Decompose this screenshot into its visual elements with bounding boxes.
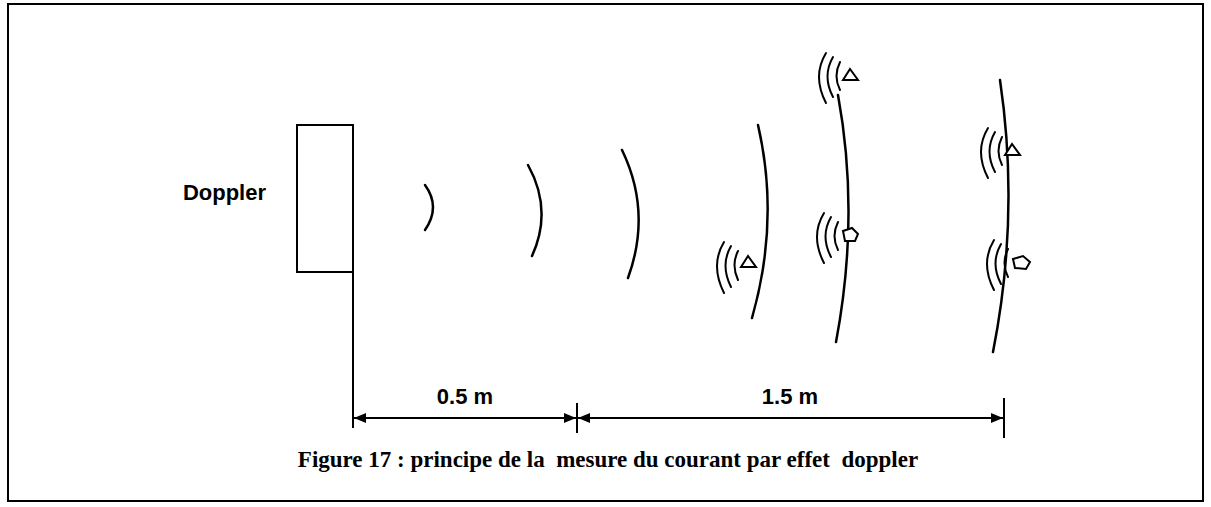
particles: [741, 69, 1030, 269]
doppler-transducer: Doppler: [183, 124, 354, 273]
dimension-label: 0.5 m: [437, 384, 493, 410]
wave-fronts: [425, 80, 1009, 352]
figure-caption: Figure 17 : principe de la mesure du cou…: [298, 446, 918, 473]
dimension-label: 1.5 m: [762, 384, 818, 410]
frame-border: [8, 4, 1203, 501]
echo-waves: [717, 53, 1008, 293]
dimension-lines: [353, 272, 1004, 438]
device-label: Doppler: [183, 180, 266, 206]
transducer-box: [296, 124, 354, 273]
dimension-arrowheads: [354, 413, 1003, 423]
